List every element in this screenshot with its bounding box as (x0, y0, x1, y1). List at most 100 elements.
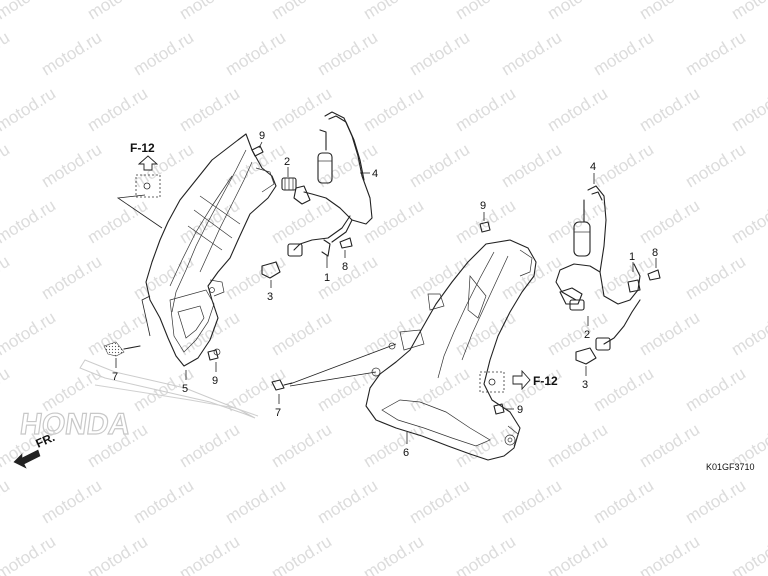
watermark-text: motod.ru (0, 196, 59, 248)
watermark-text: motod.ru (0, 476, 13, 528)
watermark-text: motod.ru (268, 420, 335, 472)
left-turn-signal-assembly (116, 133, 277, 367)
watermark-text: motod.ru (728, 0, 768, 23)
watermark-text: motod.ru (176, 420, 243, 472)
watermark-text: motod.ru (268, 0, 335, 23)
ref-f12-left-label: F-12 (130, 141, 155, 155)
watermark-text: motod.ru (314, 28, 381, 80)
watermark-text: motod.ru (84, 0, 151, 23)
callout-right-1: 1 (629, 251, 635, 263)
right-turn-signal-assembly (289, 239, 537, 461)
watermark-text: motod.ru (176, 84, 243, 136)
ref-f12-right-label: F-12 (533, 374, 558, 388)
ref-box-right (479, 371, 505, 393)
watermark-text: motod.ru (452, 84, 519, 136)
watermark-text: motod.ru (222, 476, 289, 528)
right-bolt-7 (271, 379, 293, 404)
watermark-text: motod.ru (0, 140, 13, 192)
watermark-text: motod.ru (84, 196, 151, 248)
watermark-text: motod.ru (406, 252, 473, 304)
watermark-text: motod.ru (406, 140, 473, 192)
watermark-text: motod.ru (636, 308, 703, 360)
watermark-text: motod.ru (544, 0, 611, 23)
callout-right-7: 7 (275, 407, 281, 419)
watermark-text: motod.ru (636, 0, 703, 23)
right-screw-9-bottom (493, 403, 514, 415)
right-socket-2 (569, 299, 589, 326)
left-seal-3 (261, 261, 281, 288)
honda-logo-text: HONDA (18, 408, 133, 441)
arrow-up-icon (137, 155, 159, 171)
watermark-text: motod.ru (452, 308, 519, 360)
callout-right-2: 2 (584, 329, 590, 341)
watermark-text: motod.ru (544, 196, 611, 248)
callout-left-2: 2 (284, 156, 290, 168)
watermark-text: motod.ru (0, 252, 13, 304)
callout-labels: 9 2 4 8 1 3 7 5 9 9 4 8 1 2 3 7 6 9 (112, 130, 658, 459)
callout-left-8: 8 (342, 261, 348, 273)
watermark-text: motod.ru (314, 140, 381, 192)
watermark-text: motod.ru (38, 476, 105, 528)
watermark-text: motod.ru (38, 140, 105, 192)
watermark-text: motod.ru (222, 140, 289, 192)
watermark-text: motod.ru (314, 476, 381, 528)
arrow-front-icon (13, 449, 41, 469)
callout-right-3: 3 (582, 379, 588, 391)
watermark-text: motod.ru (682, 476, 749, 528)
right-clip-8 (647, 258, 661, 281)
watermark-text: motod.ru (222, 28, 289, 80)
left-socket-2 (281, 167, 297, 191)
watermark-text: motod.ru (682, 252, 749, 304)
watermark-text: motod.ru (360, 308, 427, 360)
watermark-text: motod.ru (0, 28, 13, 80)
right-screw-9-top (479, 212, 491, 233)
watermark-text: motod.ru (590, 140, 657, 192)
callout-right-9-top: 9 (480, 200, 486, 212)
watermark-text: motod.ru (38, 252, 105, 304)
left-clip-8 (339, 237, 353, 258)
watermark-text: motod.ru (268, 532, 335, 576)
ref-f12-left[interactable]: F-12 (130, 141, 161, 198)
callout-right-6: 6 (403, 447, 409, 459)
ref-f12-right[interactable]: F-12 (479, 369, 558, 393)
watermark-text: motod.ru (636, 532, 703, 576)
watermark-text: motod.ru (0, 0, 59, 23)
honda-logo: HONDA (17, 359, 259, 442)
watermark-text: motod.ru (590, 252, 657, 304)
watermark-text: motod.ru (360, 532, 427, 576)
watermark-text: motod.ru (498, 28, 565, 80)
watermark-text: motod.ru (682, 140, 749, 192)
watermark-text: motod.ru (176, 532, 243, 576)
callout-right-9-bottom: 9 (517, 404, 523, 416)
callout-left-9-bottom: 9 (212, 375, 218, 387)
watermark-text: motod.ru (544, 420, 611, 472)
left-screw-9-bottom (207, 349, 219, 372)
callout-left-7: 7 (112, 371, 118, 383)
watermark-text: motod.ru (268, 308, 335, 360)
watermark-text: motod.ru (0, 308, 59, 360)
watermark-text: motod.ru (176, 0, 243, 23)
right-harness-4 (555, 173, 641, 351)
watermark-text: motod.ru (498, 364, 565, 416)
callout-right-4: 4 (590, 161, 596, 173)
callout-left-3: 3 (267, 291, 273, 303)
arrow-right-icon (512, 369, 531, 391)
watermark-text: motod.ru (0, 364, 13, 416)
watermark-text: motod.ru (590, 364, 657, 416)
watermark-text: motod.ru (728, 84, 768, 136)
watermark-text: motod.ru (38, 28, 105, 80)
watermark-text: motod.ru (636, 420, 703, 472)
watermark-text: motod.ru (130, 28, 197, 80)
watermark-text: motod.ru (728, 308, 768, 360)
watermark-text: motod.ru (498, 476, 565, 528)
watermark-text: motod.ru (636, 84, 703, 136)
watermark-text: motod.ru (636, 196, 703, 248)
callout-left-4: 4 (372, 168, 378, 180)
callout-right-8: 8 (652, 247, 658, 259)
watermark-text: motod.ru (406, 28, 473, 80)
watermark-text: motod.ru (452, 420, 519, 472)
watermark-text: motod.ru (728, 532, 768, 576)
watermark-text: motod.ru (360, 0, 427, 23)
callout-left-5: 5 (182, 383, 188, 395)
